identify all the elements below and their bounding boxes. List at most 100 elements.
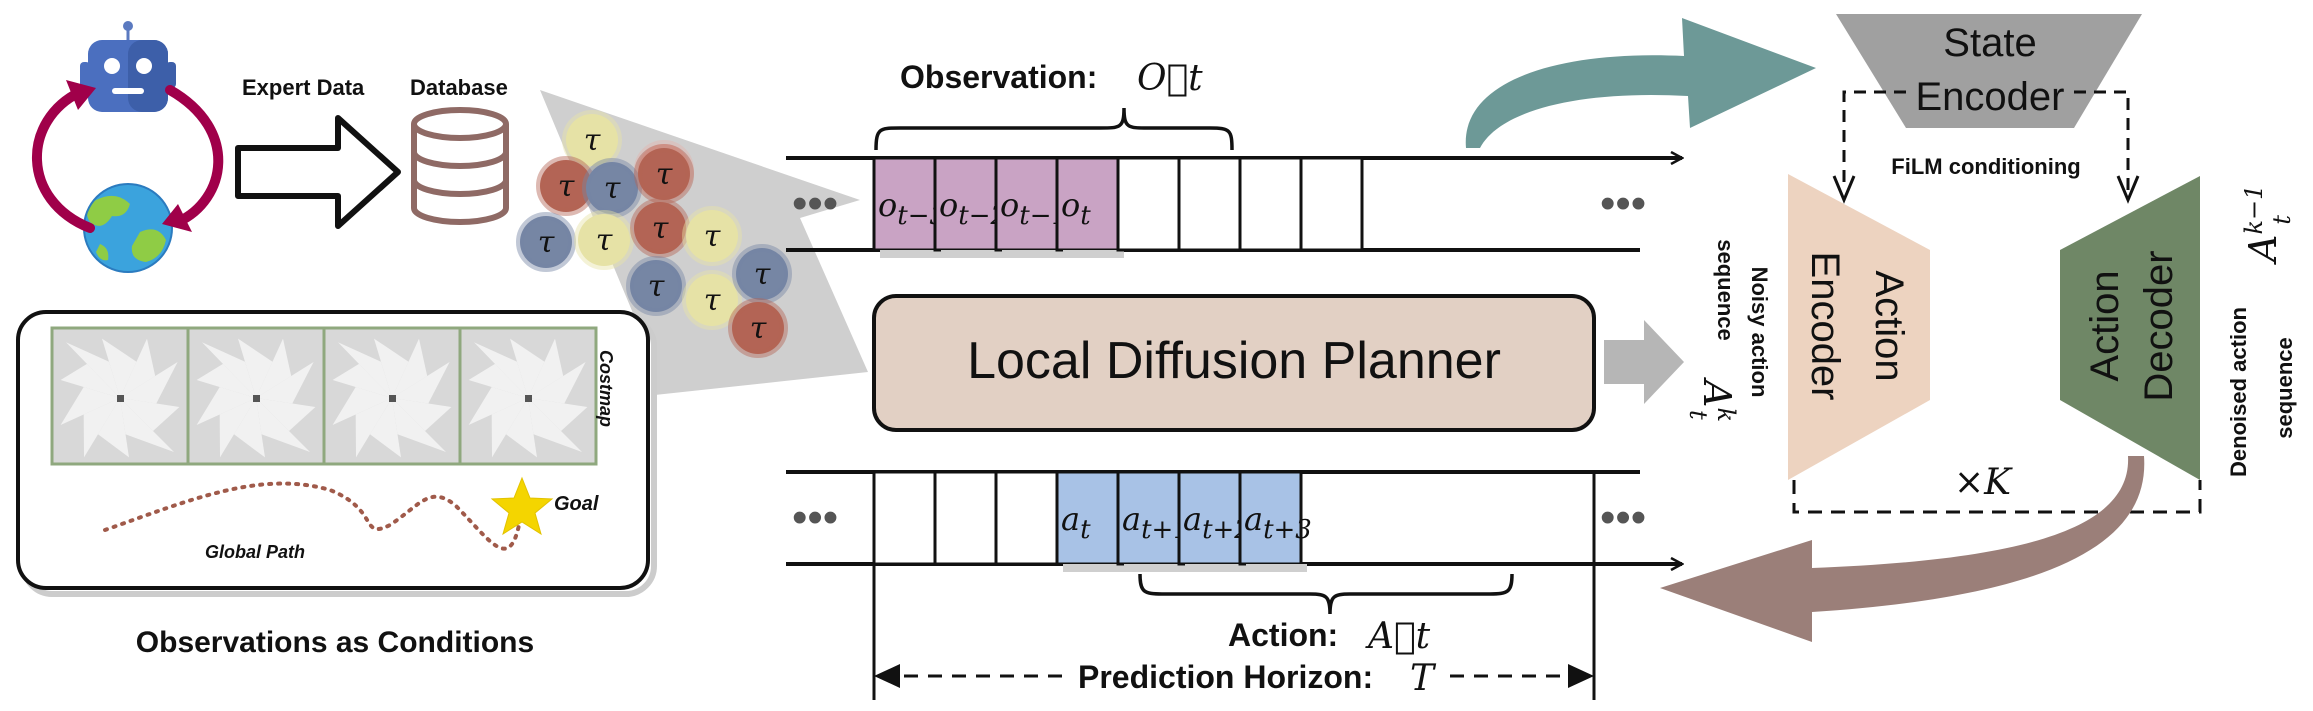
robot-icon [80,21,176,112]
observations-caption: Observations as Conditions [136,626,534,659]
action-encoder-block [1788,174,1930,480]
action-encoder-line2: Encoder [1803,252,1847,401]
observation-to-encoder-arrow [1465,18,1816,148]
observation-symbol: O⃗t [1137,58,1203,99]
tau-symbol: τ [656,157,673,192]
global-path-label: Global Path [205,542,305,562]
trajectory-token: τ [682,270,742,330]
observation-right-ellipsis: ••• [1600,179,1646,228]
action-right-ellipsis: ••• [1600,493,1646,542]
times-k-label: ×K [1954,462,2013,503]
action-empty-slot [872,470,937,566]
action-encoder-line1: Action [1867,270,1911,381]
film-arrowhead-right [2116,175,2140,204]
database-icon [411,107,509,225]
action-cell [1177,470,1242,566]
observation-cell-shadow [1002,250,1063,258]
tau-symbol: τ [652,211,669,246]
tau-symbol: τ [754,257,771,292]
trajectory-token: τ [562,110,622,170]
expert-data-arrow [235,115,401,229]
action-empty-slot [933,470,998,566]
noisy-action-line2: sequence [1713,239,1738,341]
action-decoder-block [2060,176,2200,480]
trajectory-token: τ [682,206,742,266]
observation-cell-shadow [941,250,1002,258]
trajectory-token: τ [516,212,576,272]
observation-brace [874,107,1234,151]
expert-data-label: Expert Data [242,75,365,100]
action-symbol: A⃗t [1365,616,1431,657]
tau-symbol: τ [648,269,665,304]
observation-empty-slot [1177,156,1242,252]
action-brace [1138,573,1514,615]
horizon-left-arrowhead [874,664,900,688]
action-cell-shadow [1124,564,1185,572]
costmap-cell [50,326,190,466]
trajectory-token: τ [732,244,792,304]
local-diffusion-planner-label: Local Diffusion Planner [967,332,1501,390]
local-diffusion-planner-box [872,294,1596,432]
observation-label: Observation: [900,59,1097,95]
action-cell-label: at+3 [1244,500,1312,545]
action-decoder-line1: Action [2083,270,2127,381]
tau-symbol: τ [704,283,721,318]
tau-symbol: τ [584,123,601,158]
state-encoder-line1: State [1943,21,2036,65]
film-arrowhead-left [1832,175,1856,204]
observation-empty-slot [1299,156,1364,252]
trajectory-token: τ [634,144,694,204]
costmap-grid [50,326,598,466]
trajectory-token: τ [574,210,634,270]
trajectory-token: τ [626,256,686,316]
prediction-horizon-label: Prediction Horizon: [1078,659,1373,695]
denoised-symbol: Ak−1t [2240,185,2296,265]
action-cell-shadow [1246,564,1307,572]
trajectory-samples: τττττττττττττ [516,110,792,358]
noisy-action-line1: Noisy action [1747,267,1772,398]
costmap-cell [186,326,326,466]
costmap-panel: Costmap Goal Global Path [16,310,657,597]
action-cell-label: at [1061,500,1091,545]
observation-cell-shadow [1063,250,1124,258]
action-cell-shadow [1063,564,1124,572]
action-label: Action: [1228,617,1338,653]
tau-symbol: τ [750,311,767,346]
action-decoder-line2: Decoder [2137,250,2181,401]
observation-empty-slot [1238,156,1303,252]
decoder-to-action-arrow [1660,456,2145,642]
horizon-right-arrowhead [1568,664,1594,688]
tau-symbol: τ [538,225,555,260]
observation-cell-label: ot [1061,186,1091,231]
action-cell [1238,470,1303,566]
denoised-line2: sequence [2272,337,2297,439]
observation-sequence: ot−3ot−2ot−1ot [872,156,1364,258]
noisy-action-symbol: Akt [1684,377,1740,422]
observation-empty-slot [1116,156,1181,252]
costmap-label: Costmap [596,350,616,427]
tau-symbol: τ [558,169,575,204]
film-conditioning-label: FiLM conditioning [1891,154,2080,179]
trajectory-token: τ [630,198,690,258]
tau-symbol: τ [704,219,721,254]
iteration-loop-bracket [1792,480,2202,514]
prediction-horizon-symbol: T [1410,658,1437,699]
state-encoder-line2: Encoder [1916,75,2065,119]
database-label: Database [410,75,508,100]
earth-icon [83,183,173,273]
tau-symbol: τ [604,171,621,206]
action-cell-shadow [1185,564,1246,572]
denoised-line1: Denoised action [2226,307,2251,477]
global-path-line [103,481,522,551]
trajectory-token: τ [582,158,642,218]
action-empty-slot [994,470,1059,566]
planner-output-arrow [1604,320,1684,404]
trajectory-token: τ [728,298,788,358]
costmap-cell [458,326,598,466]
costmap-cell [322,326,462,466]
state-encoder-block [1836,14,2142,128]
robot-earth-loop [32,21,224,273]
goal-label: Goal [554,493,599,515]
